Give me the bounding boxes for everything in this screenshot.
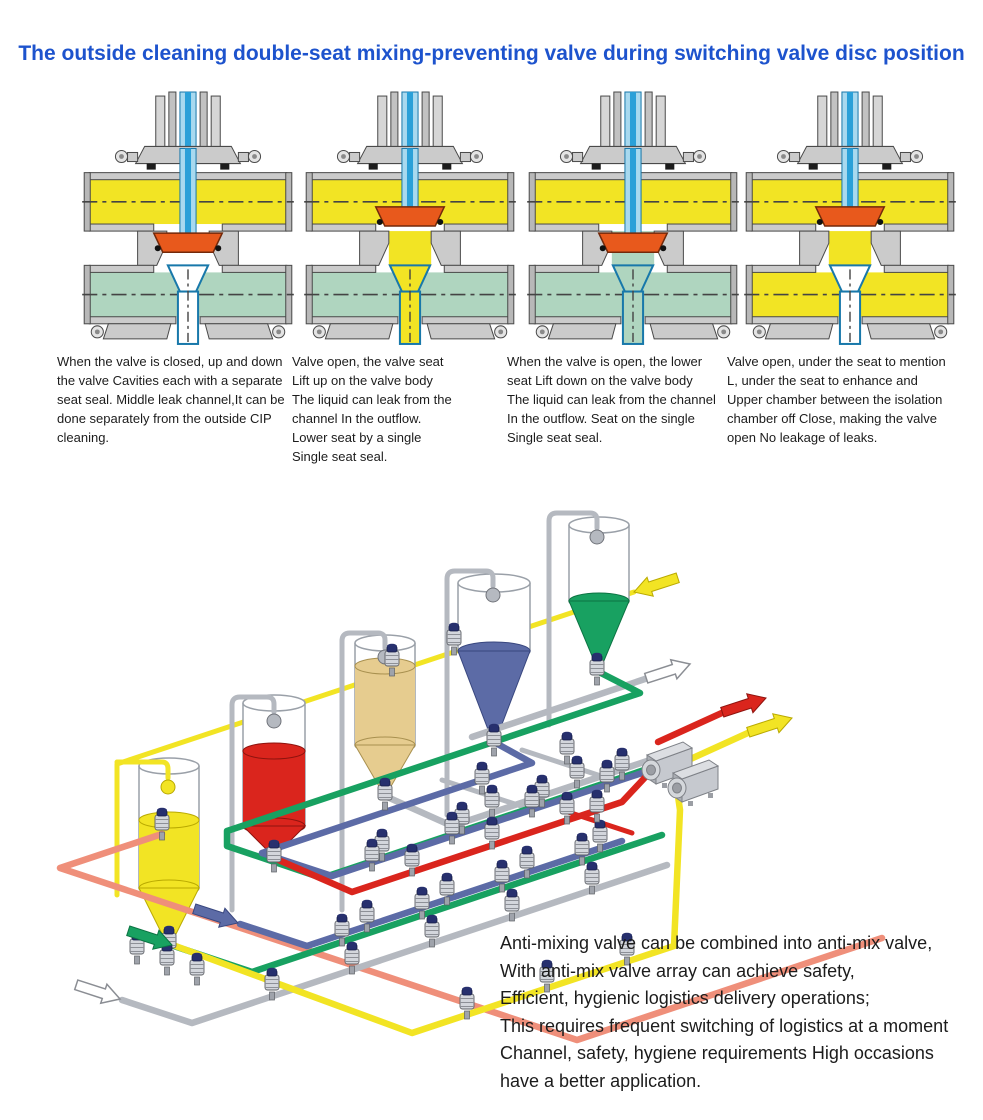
yellow-inlet-arrow: [630, 567, 682, 603]
valve-diagram-open-up: [304, 90, 516, 350]
manifold-pipes: [56, 667, 886, 1044]
page-title: The outside cleaning double-seat mixing-…: [18, 42, 965, 65]
red-outlet-line: [654, 708, 728, 746]
tank-3-tan: [354, 634, 416, 796]
white-inlet-arrow: [72, 974, 124, 1010]
yellow-outlet-line: [680, 728, 754, 766]
tank-1-yellow: [138, 757, 200, 946]
tank4-product-line: [258, 738, 646, 880]
gray-trunk-line: [118, 861, 671, 1027]
caption-valve-open-up: Valve open, the valve seat Lift up on th…: [292, 354, 452, 464]
valve-diagram-no-leak: [744, 90, 956, 350]
salmon-return-line: [56, 830, 886, 1044]
tank-5-green: [568, 516, 630, 671]
tank2-product-line: [270, 767, 655, 896]
caption-valve-closed: When the valve is closed, up and down th…: [57, 354, 285, 445]
white-outlet-arrow: [642, 653, 694, 689]
isometric-piping-diagram: [56, 510, 886, 1044]
caption-valve-no-leak: Valve open, under the seat to mention L,…: [727, 354, 946, 445]
blue-inlet-line: [236, 837, 626, 950]
valve-diagram-closed: [82, 90, 294, 350]
gray-outlet-line: [468, 674, 652, 741]
valve-diagram-open-down: [527, 90, 739, 350]
tank1-product-line: [166, 785, 684, 1037]
bottom-paragraph: Anti-mixing valve can be combined into a…: [500, 933, 949, 1091]
caption-valve-open-down: When the valve is open, the lower seat L…: [507, 354, 716, 445]
red-outlet-arrow: [718, 687, 770, 723]
